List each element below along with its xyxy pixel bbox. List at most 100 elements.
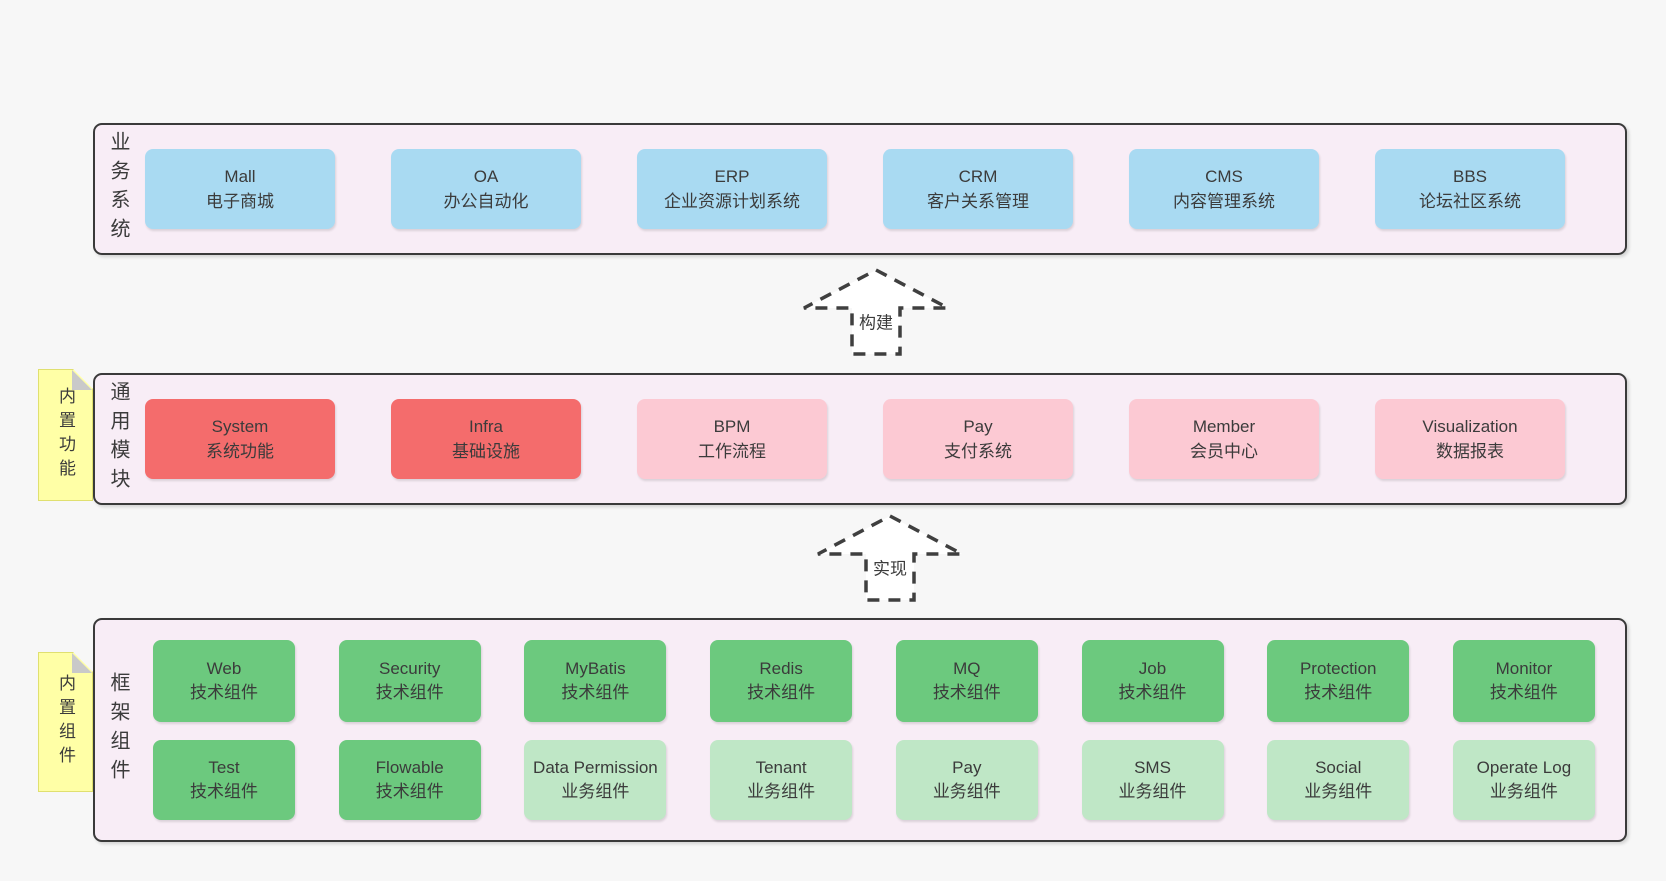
box-subtitle: 论坛社区系统 [1419,192,1521,211]
box-subtitle: 技术组件 [561,683,630,702]
box-subtitle: 技术组件 [932,683,1001,702]
note-text: 内置功能 [56,387,75,483]
box-mq: MQ 技术组件 [895,640,1038,722]
box-subtitle: 业务组件 [1304,782,1373,801]
box-mall: Mall 电子商城 [145,149,335,229]
box-subtitle: 客户关系管理 [927,192,1029,211]
box-subtitle: 工作流程 [698,442,766,461]
box-title: Pay [952,758,982,778]
box-subtitle: 会员中心 [1190,442,1258,461]
box-title: Job [1138,659,1167,679]
box-title: Protection [1299,659,1377,679]
box-subtitle: 技术组件 [375,782,444,801]
box-title: MQ [953,659,981,679]
box-job: Job 技术组件 [1081,640,1224,722]
box-title: Security [378,659,441,679]
box-flowable: Flowable 技术组件 [338,740,481,820]
arrow-label: 构建 [859,313,893,332]
box-visualization: Visualization 数据报表 [1375,399,1565,479]
box-subtitle: 基础设施 [452,442,520,461]
box-subtitle: 企业资源计划系统 [664,192,800,211]
box-subtitle: 业务组件 [1118,782,1187,801]
box-social: Social 业务组件 [1267,740,1410,820]
box-title: MyBatis [565,659,626,679]
box-title: Test [208,758,240,778]
box-infra: Infra 基础设施 [391,399,581,479]
box-subtitle: 电子商城 [206,192,274,211]
business-systems-row: Mall 电子商城 OA 办公自动化 ERP 企业资源计划系统 CRM 客户关系… [145,125,1565,253]
note-text: 内置组件 [56,674,75,770]
box-member: Member 会员中心 [1129,399,1319,479]
arrow-label: 实现 [873,559,907,578]
band-vertical-label: 通用模块 [107,381,129,497]
box-subtitle: 技术组件 [190,683,258,702]
box-subtitle: 内容管理系统 [1173,192,1275,211]
box-title: Redis [759,659,803,679]
box-subtitle: 业务组件 [932,782,1001,801]
box-title: ERP [714,166,750,186]
common-modules-row: System 系统功能 Infra 基础设施 BPM 工作流程 Pay 支付系统… [145,375,1565,503]
box-title: BBS [1452,166,1488,186]
box-title: Infra [468,416,504,436]
box-subtitle: 技术组件 [1489,683,1558,702]
framework-components-rows: Web 技术组件 Security 技术组件 MyBatis 技术组件 Redi… [153,640,1595,820]
arrow-label-bg [854,310,898,336]
folded-corner-icon [72,653,92,673]
box-subtitle: 数据报表 [1436,442,1504,461]
tech-components-row: Web 技术组件 Security 技术组件 MyBatis 技术组件 Redi… [153,640,1595,722]
box-title: Mall [224,166,256,186]
box-subtitle: 技术组件 [747,683,816,702]
box-title: Tenant [755,758,807,778]
band-vertical-label: 业务系统 [107,131,129,247]
box-protection: Protection 技术组件 [1267,640,1410,722]
business-components-row: Test 技术组件 Flowable 技术组件 Data Permission … [153,740,1595,820]
box-title: Social [1315,758,1362,778]
box-title: CMS [1205,166,1243,186]
box-subtitle: 办公自动化 [443,192,529,211]
box-title: BPM [713,416,751,436]
box-title: Flowable [375,758,444,778]
box-subtitle: 业务组件 [747,782,816,801]
dashed-arrow-implement: 实现 [817,514,963,602]
box-subtitle: 支付系统 [944,442,1012,461]
box-tenant: Tenant 业务组件 [710,740,853,820]
box-subtitle: 技术组件 [1304,683,1373,702]
box-subtitle: 技术组件 [375,683,444,702]
folded-corner-icon [72,370,92,390]
band-business-systems: 业务系统 Mall 电子商城 OA 办公自动化 ERP 企业资源计划系统 CRM… [93,123,1627,255]
box-mybatis: MyBatis 技术组件 [524,640,667,722]
box-monitor: Monitor 技术组件 [1452,640,1595,722]
box-cms: CMS 内容管理系统 [1129,149,1319,229]
box-title: SMS [1134,758,1171,778]
sticky-note-builtin-features: 内置功能 [38,369,93,501]
box-title: OA [473,166,499,186]
sticky-note-builtin-components: 内置组件 [38,652,93,792]
box-title: Data Permission [533,758,658,778]
box-pay: Pay 支付系统 [883,399,1073,479]
box-subtitle: 技术组件 [190,782,258,801]
box-security: Security 技术组件 [338,640,481,722]
box-title: Monitor [1495,659,1553,679]
box-redis: Redis 技术组件 [710,640,853,722]
box-operate-log: Operate Log 业务组件 [1452,740,1595,820]
box-title: Member [1192,416,1256,436]
box-test: Test 技术组件 [153,740,295,820]
box-title: System [211,416,269,436]
box-subtitle: 技术组件 [1118,683,1187,702]
box-title: Visualization [1422,416,1518,436]
box-subtitle: 业务组件 [1489,782,1558,801]
box-web: Web 技术组件 [153,640,295,722]
box-title: Web [206,659,242,679]
box-title: CRM [958,166,998,186]
box-system: System 系统功能 [145,399,335,479]
box-data-permission: Data Permission 业务组件 [524,740,667,820]
box-bbs: BBS 论坛社区系统 [1375,149,1565,229]
box-erp: ERP 企业资源计划系统 [637,149,827,229]
box-title: Operate Log [1476,758,1572,778]
box-pay-component: Pay 业务组件 [895,740,1038,820]
box-subtitle: 业务组件 [561,782,630,801]
dashed-arrow-build: 构建 [803,268,949,356]
box-oa: OA 办公自动化 [391,149,581,229]
band-vertical-label: 框架组件 [107,672,129,788]
